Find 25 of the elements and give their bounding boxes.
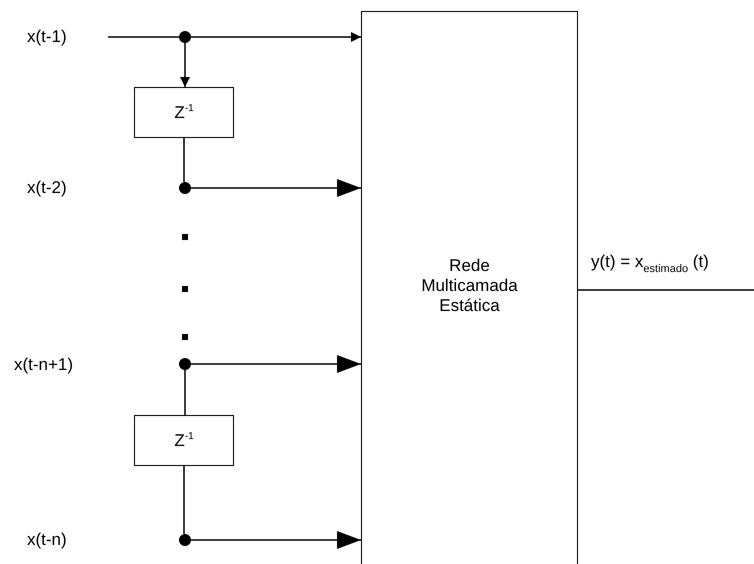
connector-line [184,370,186,415]
signal-label: x(t-2) [27,178,67,198]
block-label: Rede Multicamada Estática [420,256,519,316]
arrow [191,32,361,42]
signal-label: x(t-1) [27,27,67,47]
signal-label: x(t-n) [27,530,67,550]
arrow [191,531,361,549]
delay-operator: Z$^{-1}$ [174,430,194,450]
delay-block [134,87,234,138]
signal-label: x(t-n+1) [14,355,74,375]
edge-label: y(t) = x$_{estimado}$ (t) [591,252,709,277]
network-block [361,11,578,564]
connector-line [183,138,185,182]
delay-operator: Z$^{-1}$ [174,102,194,122]
arrow [191,179,361,197]
connector-line [578,289,754,291]
connector-line [108,36,179,38]
junction-dot [179,534,191,546]
junction-dot [179,358,191,370]
junction-dot [179,182,191,194]
connector-line [183,466,185,534]
arrow [191,355,361,373]
delay-block [134,415,234,466]
arrow [180,43,190,87]
junction-dot [179,31,191,43]
